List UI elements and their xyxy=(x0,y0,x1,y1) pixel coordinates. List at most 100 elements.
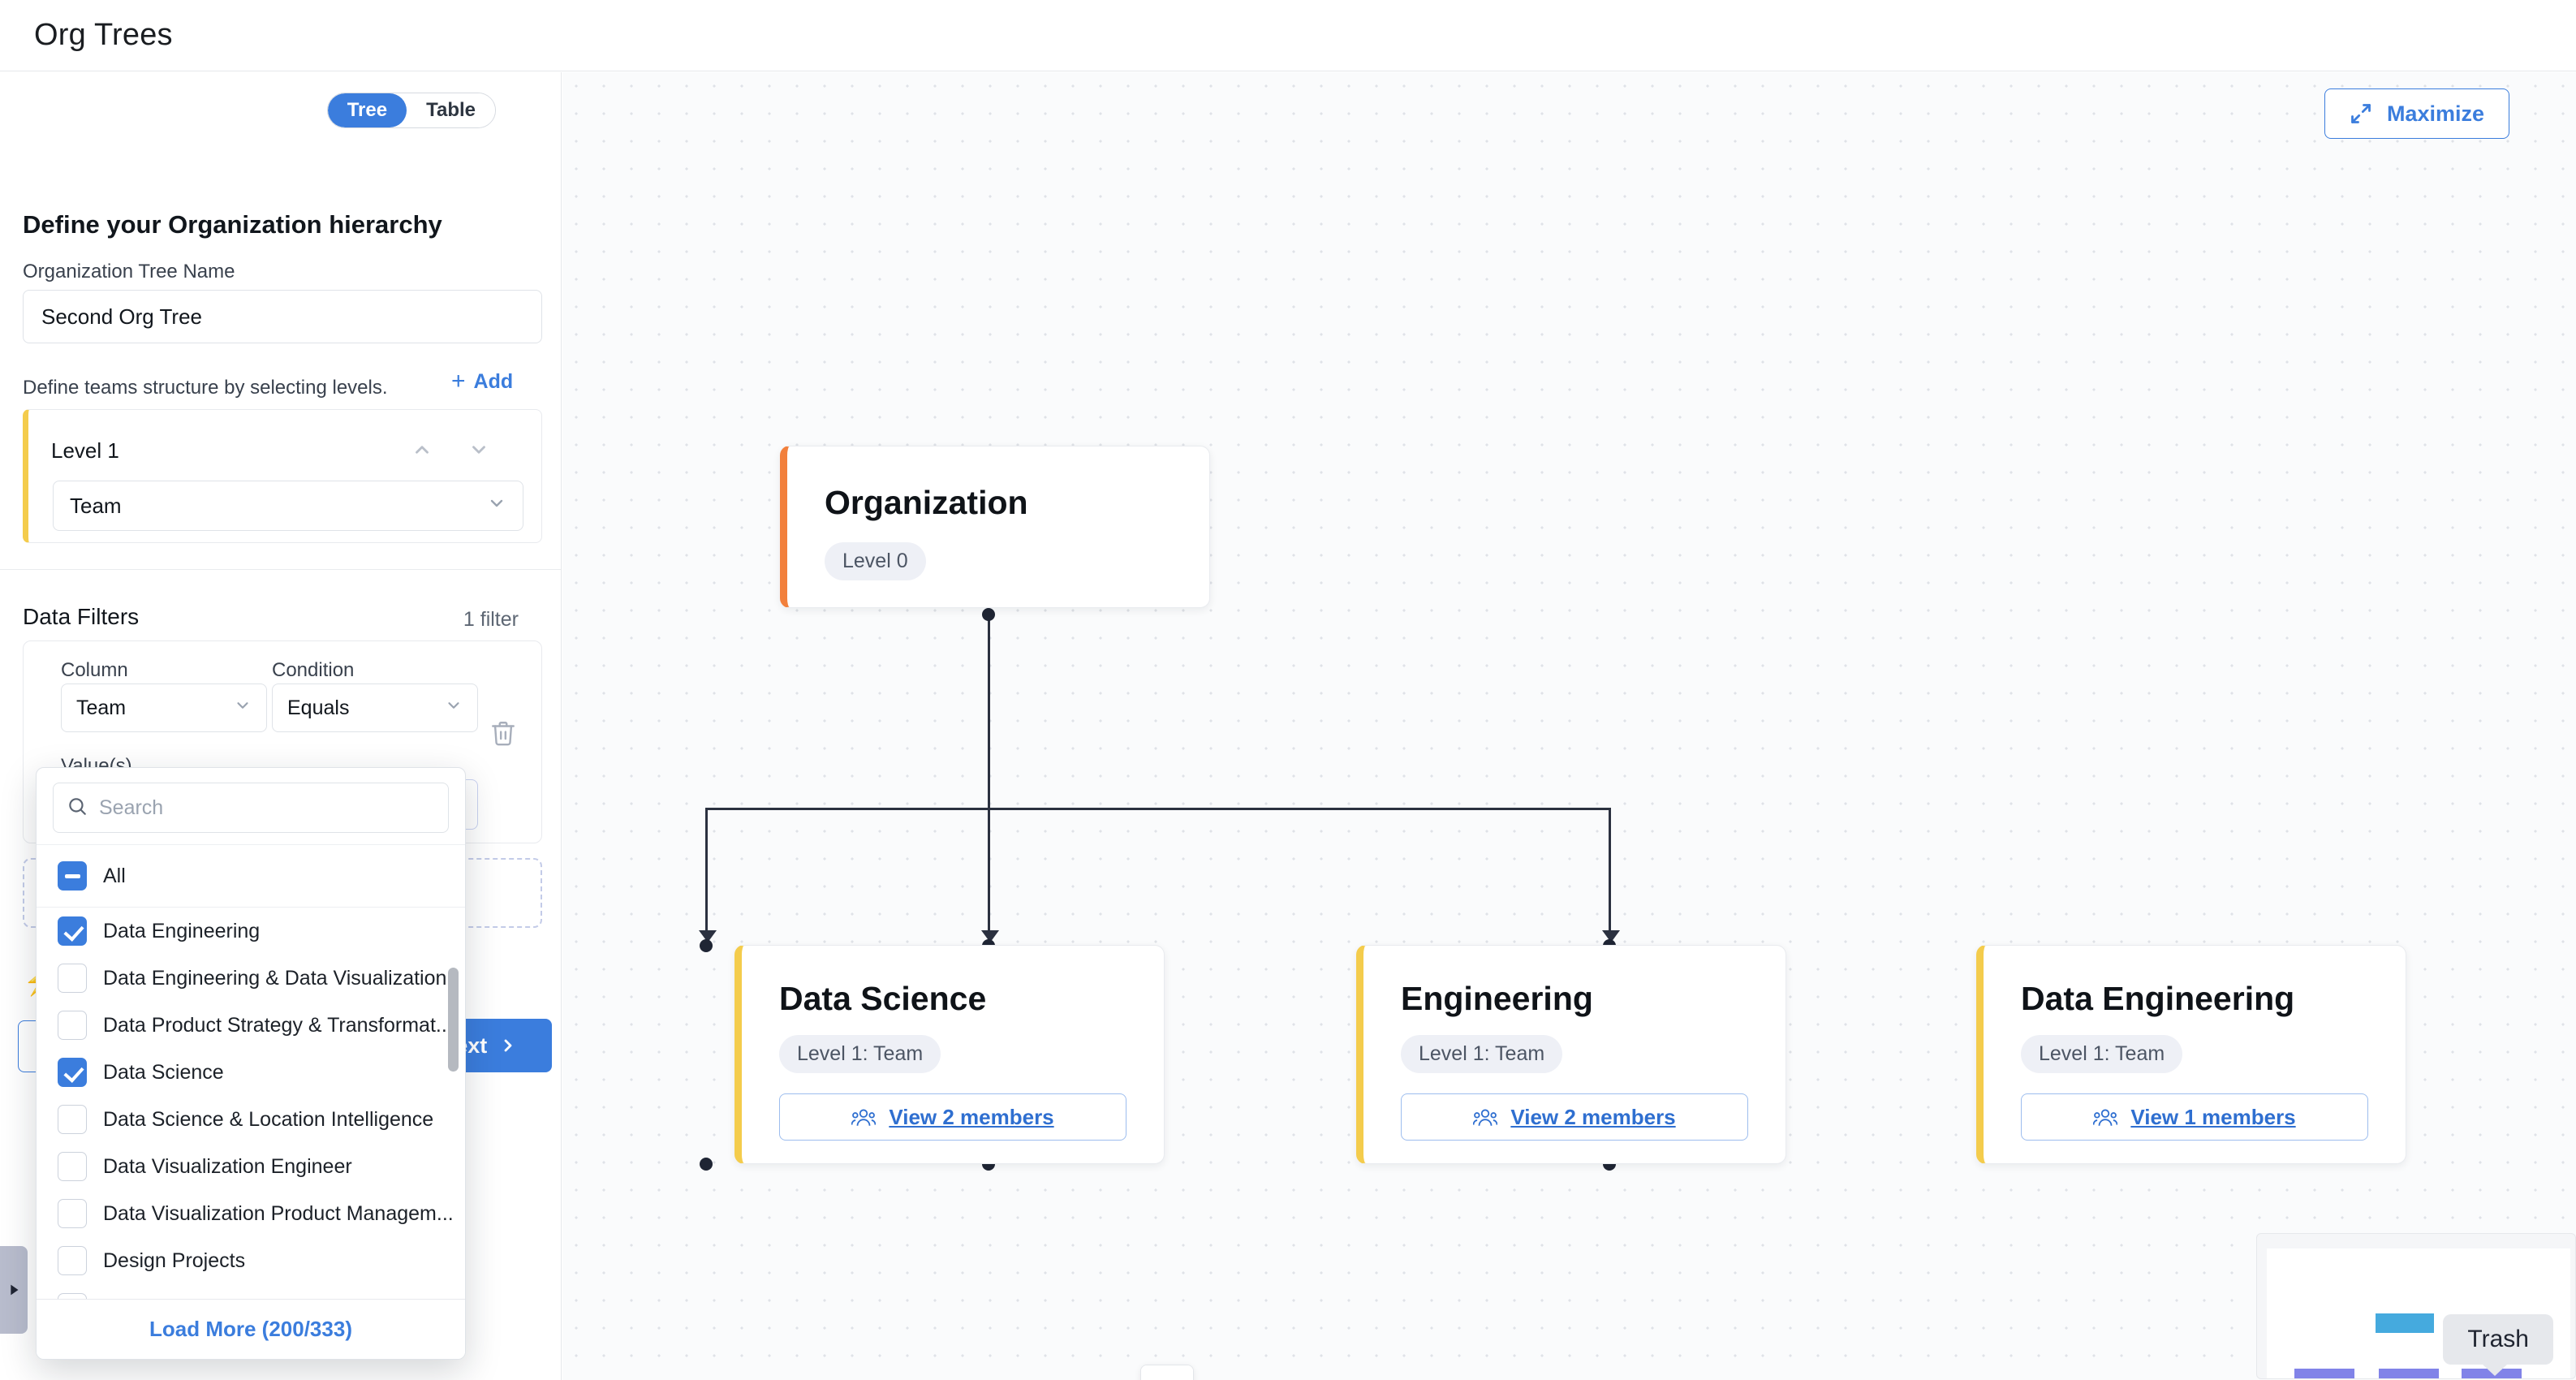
zoom-in-button[interactable]: + xyxy=(1141,1365,1193,1380)
tree-node-child[interactable]: Data Science Level 1: Team View 2 member… xyxy=(734,945,1165,1164)
edge-horizontal xyxy=(705,808,1611,810)
divider xyxy=(0,569,561,570)
caret-right-icon xyxy=(11,1284,19,1296)
view-members-label: View 2 members xyxy=(1510,1104,1676,1129)
column-value: Team xyxy=(76,696,127,719)
tree-name-label: Organization Tree Name xyxy=(23,261,235,282)
connector-dot[interactable] xyxy=(700,939,713,952)
delete-filter-button[interactable] xyxy=(484,714,523,753)
checkbox[interactable] xyxy=(58,916,87,946)
option-label: Design Projects xyxy=(103,1248,246,1272)
chevron-down-icon xyxy=(234,696,252,720)
popup-search[interactable] xyxy=(53,783,449,833)
chevron-down-icon[interactable] xyxy=(463,434,494,465)
add-level-label: Add xyxy=(473,369,514,393)
connector-dot[interactable] xyxy=(700,1158,713,1171)
list-item[interactable]: Data Science xyxy=(37,1049,465,1096)
edge-to-child-2 xyxy=(1609,808,1611,938)
condition-label: Condition xyxy=(272,659,355,681)
option-label: Data Visualization Product Managem... xyxy=(103,1201,454,1225)
level-type-value: Team xyxy=(70,493,122,518)
page-title: Org Trees xyxy=(34,18,173,52)
node-title: Data Science xyxy=(779,980,987,1017)
view-members-label: View 1 members xyxy=(2130,1104,2296,1129)
list-item[interactable]: Design Projects xyxy=(37,1237,465,1284)
people-icon xyxy=(2093,1109,2118,1126)
minimap-node-child xyxy=(2379,1369,2439,1378)
list-item[interactable]: Data Product Strategy & Transformat... xyxy=(37,1002,465,1049)
tree-node-child[interactable]: Engineering Level 1: Team View 2 members xyxy=(1356,945,1786,1164)
checkbox[interactable] xyxy=(58,964,87,993)
chevron-up-icon[interactable] xyxy=(407,434,437,465)
tab-table[interactable]: Table xyxy=(407,93,495,127)
tab-tree[interactable]: Tree xyxy=(327,93,407,127)
view-toggle: Tree Table xyxy=(326,93,496,128)
load-more-button[interactable]: Load More (200/333) xyxy=(37,1299,465,1359)
trash-tooltip: Trash xyxy=(2443,1314,2553,1376)
chevron-right-icon xyxy=(504,1039,512,1052)
option-label: Data Science xyxy=(103,1060,224,1084)
option-list[interactable]: Data Engineering Data Engineering & Data… xyxy=(37,908,465,1318)
plus-icon: + xyxy=(451,368,466,395)
view-members-link[interactable]: View 2 members xyxy=(779,1093,1126,1141)
popup-search-wrap xyxy=(37,768,465,844)
option-label: Data Engineering xyxy=(103,919,261,942)
checkbox[interactable] xyxy=(58,1011,87,1040)
option-all-label: All xyxy=(103,864,126,887)
option-label: Data Product Strategy & Transformat... xyxy=(103,1013,453,1037)
edge-to-child-0 xyxy=(705,808,708,938)
list-item[interactable]: Data Science & Location Intelligence xyxy=(37,1096,465,1143)
tree-node-child[interactable]: Data Engineering Level 1: Team View 1 me… xyxy=(1976,945,2406,1164)
values-dropdown-popup: All Data Engineering Data Engineering & … xyxy=(36,767,466,1360)
expand-arrows-icon xyxy=(2351,104,2371,123)
view-members-link[interactable]: View 1 members xyxy=(2021,1093,2368,1141)
column-select[interactable]: Team xyxy=(61,684,267,732)
level-type-select[interactable]: Team xyxy=(53,481,523,531)
maximize-button[interactable]: Maximize xyxy=(2324,88,2509,139)
chevron-down-icon xyxy=(487,494,506,519)
zoom-controls: + − xyxy=(1140,1365,1194,1380)
add-level-button[interactable]: + Add xyxy=(451,369,513,394)
minimap-node-root xyxy=(2376,1313,2434,1333)
list-item[interactable]: Data Visualization Product Managem... xyxy=(37,1190,465,1237)
tree-name-input[interactable] xyxy=(23,290,542,343)
checkbox-all[interactable] xyxy=(58,861,87,891)
option-label: Data Engineering & Data Visualization xyxy=(103,966,447,990)
list-item[interactable]: Data Visualization Engineer xyxy=(37,1143,465,1190)
edge-to-child-1 xyxy=(988,808,990,938)
minimap-node-child xyxy=(2294,1369,2354,1378)
level-card-1: Level 1 Team xyxy=(23,409,542,543)
node-level-badge: Level 1: Team xyxy=(779,1035,941,1073)
condition-select[interactable]: Equals xyxy=(272,684,478,732)
sidebar-collapse-toggle[interactable] xyxy=(0,1246,28,1334)
top-bar: Org Trees xyxy=(0,0,2576,71)
view-members-label: View 2 members xyxy=(889,1104,1054,1129)
checkbox[interactable] xyxy=(58,1105,87,1134)
checkbox[interactable] xyxy=(58,1152,87,1181)
tree-node-root[interactable]: Organization Level 0 xyxy=(780,446,1210,608)
list-item[interactable]: Data Engineering xyxy=(37,908,465,955)
condition-value: Equals xyxy=(287,696,350,719)
node-title: Data Engineering xyxy=(2021,980,2295,1017)
view-members-link[interactable]: View 2 members xyxy=(1401,1093,1748,1141)
list-item[interactable]: Data Engineering & Data Visualization xyxy=(37,955,465,1002)
search-input[interactable] xyxy=(99,796,435,820)
node-title: Engineering xyxy=(1401,980,1593,1017)
connector-dot[interactable] xyxy=(982,608,995,621)
option-list-scrollbar[interactable] xyxy=(448,968,459,1072)
edge-root-trunk xyxy=(988,615,990,809)
maximize-label: Maximize xyxy=(2386,101,2484,126)
panel-heading: Define your Organization hierarchy xyxy=(23,210,442,239)
node-title: Organization xyxy=(825,484,1028,521)
node-level-badge: Level 1: Team xyxy=(2021,1035,2183,1073)
checkbox[interactable] xyxy=(58,1199,87,1228)
node-level-badge: Level 0 xyxy=(825,542,926,580)
tree-canvas[interactable]: Maximize Organization Level 0 Data Scien… xyxy=(562,72,2576,1380)
checkbox[interactable] xyxy=(58,1058,87,1087)
option-label: Data Science & Location Intelligence xyxy=(103,1107,434,1131)
option-select-all[interactable]: All xyxy=(37,844,465,908)
people-icon xyxy=(851,1109,877,1126)
people-icon xyxy=(1473,1109,1498,1126)
checkbox[interactable] xyxy=(58,1246,87,1275)
